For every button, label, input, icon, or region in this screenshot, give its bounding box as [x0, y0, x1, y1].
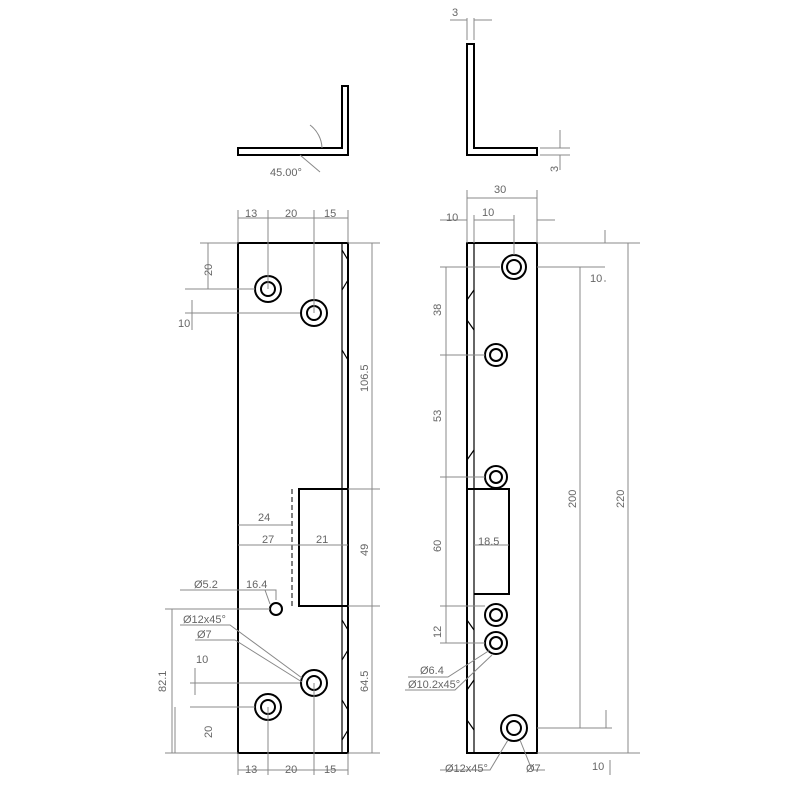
height-106-5: 106.5	[359, 364, 371, 392]
cutout-24: 24	[258, 512, 270, 524]
top-left-profile: 45.00°	[237, 85, 349, 179]
hole	[500, 714, 528, 742]
small-hole-dia: Ø5.2	[194, 579, 218, 591]
small-hole-offset: 16.4	[246, 579, 267, 591]
spacing-53: 53	[432, 410, 444, 422]
countersink-label: Ø12x45°	[183, 614, 226, 626]
hole	[484, 603, 508, 627]
top-width-1: 13	[245, 208, 257, 220]
angle-label: 45.00°	[270, 167, 302, 179]
hole-dia-label: Ø7	[197, 629, 212, 641]
spacing-38: 38	[432, 304, 444, 316]
left-front-view: 13 20 15 13 20 15 20 10 106.5 49 64.5 24…	[157, 208, 380, 776]
right-side-view: 30 10 10 10 38 53 60 18.5 12 Ø6.4 Ø10.2x…	[405, 184, 640, 775]
countersink-small: Ø10.2x45°	[408, 679, 460, 691]
cutout-21: 21	[316, 534, 328, 546]
thickness-top-label: 3	[452, 7, 458, 19]
width-30: 30	[494, 184, 506, 196]
hole	[484, 465, 508, 489]
hole-offset-top: 20	[203, 264, 215, 276]
cutout-27: 27	[262, 534, 274, 546]
hole	[501, 254, 527, 280]
hole	[484, 343, 508, 367]
top-right-profile: 3 3	[450, 7, 570, 172]
bottom-offset-10: 10	[196, 654, 208, 666]
countersink-label: Ø12x45°	[445, 763, 488, 775]
top-width-3: 15	[324, 208, 336, 220]
height-200: 200	[567, 490, 579, 508]
height-64-5: 64.5	[359, 671, 371, 692]
bottom-offset-20: 20	[203, 726, 215, 738]
spacing-12: 12	[432, 626, 444, 638]
bottom-width-2: 20	[285, 764, 297, 776]
bottom-width-3: 15	[324, 764, 336, 776]
bottom-height-82-1: 82.1	[157, 671, 169, 692]
hole-dia-label: Ø7	[526, 763, 541, 775]
edge-10b: 10	[482, 207, 494, 219]
edge-10a: 10	[446, 212, 458, 224]
bottom-width-1: 13	[245, 764, 257, 776]
spacing-60: 60	[432, 540, 444, 552]
small-hole	[269, 602, 283, 616]
hole-dia-small: Ø6.4	[420, 665, 444, 677]
height-220: 220	[615, 490, 627, 508]
hole-offset-second: 10	[178, 318, 190, 330]
thickness-side-label: 3	[549, 166, 561, 172]
cutout-height: 49	[359, 544, 371, 556]
top-width-2: 20	[285, 208, 297, 220]
top-offset: 10	[590, 273, 602, 285]
cutout-width: 18.5	[478, 536, 499, 548]
bottom-offset: 10	[592, 761, 604, 773]
